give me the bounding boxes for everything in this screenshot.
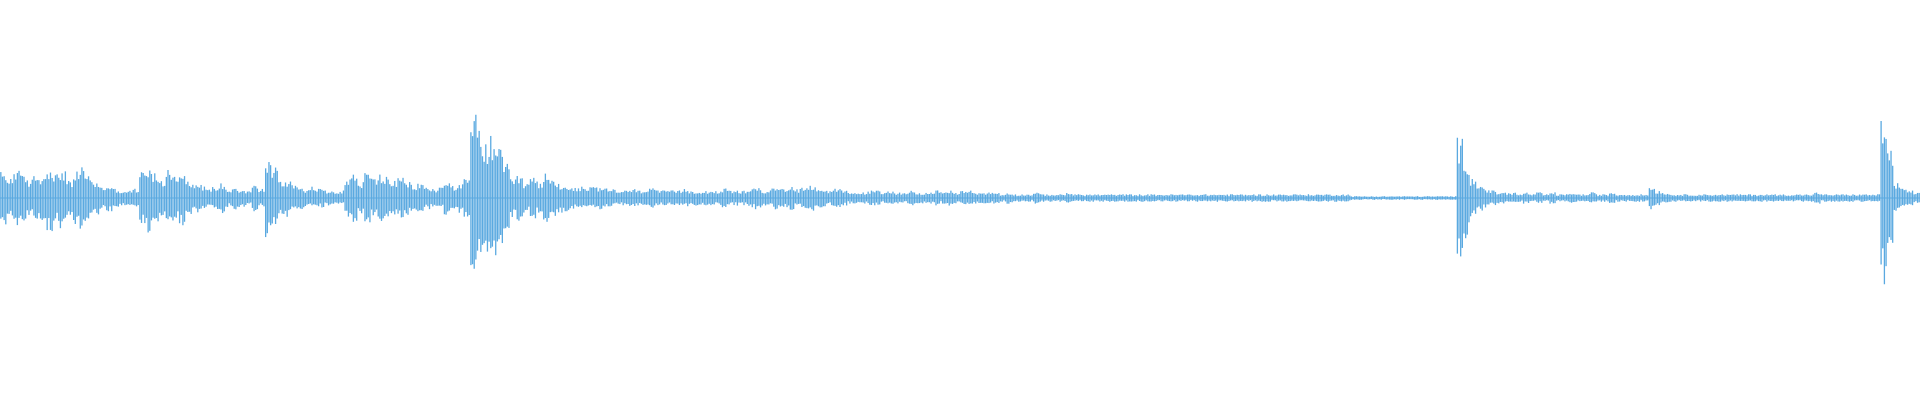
waveform-samples [0, 114, 1920, 285]
